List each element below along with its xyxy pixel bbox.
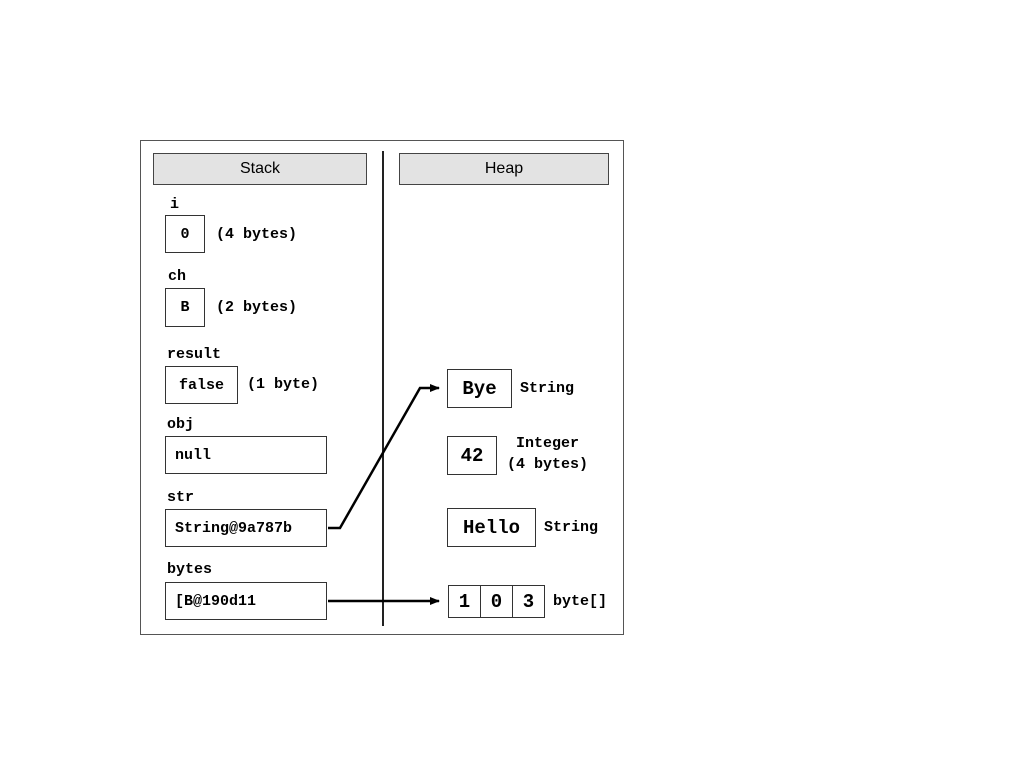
heap-integer-object: 42 bbox=[447, 436, 497, 475]
heap-bye-value: Bye bbox=[462, 377, 497, 400]
var-str-value: String@9a787b bbox=[175, 519, 293, 537]
var-i-value: 0 bbox=[180, 225, 190, 243]
heap-bye-type: String bbox=[520, 380, 575, 397]
heap-integer-type: Integer bbox=[516, 435, 580, 452]
heap-bye-object: Bye bbox=[447, 369, 512, 408]
var-result-size: (1 byte) bbox=[247, 376, 320, 393]
memory-diagram-frame bbox=[140, 140, 624, 635]
heap-integer-value: 42 bbox=[460, 444, 484, 467]
heap-header: Heap bbox=[399, 153, 609, 185]
var-ch-label: ch bbox=[168, 268, 187, 285]
stack-header: Stack bbox=[153, 153, 367, 185]
byte-array-cell-2: 3 bbox=[512, 585, 545, 618]
heap-hello-type: String bbox=[544, 519, 599, 536]
var-obj-value: null bbox=[175, 446, 212, 464]
var-i-label: i bbox=[170, 196, 180, 213]
var-str-box: String@9a787b bbox=[165, 509, 327, 547]
heap-hello-object: Hello bbox=[447, 508, 536, 547]
heap-hello-value: Hello bbox=[462, 516, 520, 539]
var-bytes-value: [B@190d11 bbox=[175, 592, 257, 610]
var-obj-box: null bbox=[165, 436, 327, 474]
var-i-box: 0 bbox=[165, 215, 205, 253]
var-str-label: str bbox=[167, 489, 195, 506]
var-ch-box: B bbox=[165, 288, 205, 327]
var-ch-size: (2 bytes) bbox=[216, 299, 298, 316]
str-to-bye-arrow bbox=[328, 384, 440, 530]
heap-integer-size: (4 bytes) bbox=[507, 456, 589, 473]
var-result-value: false bbox=[178, 376, 224, 394]
var-result-label: result bbox=[167, 346, 222, 363]
var-result-box: false bbox=[165, 366, 238, 404]
var-i-size: (4 bytes) bbox=[216, 226, 298, 243]
byte-array-type: byte[] bbox=[553, 593, 608, 610]
var-obj-label: obj bbox=[167, 416, 195, 433]
var-bytes-box: [B@190d11 bbox=[165, 582, 327, 620]
stack-heap-divider bbox=[382, 151, 384, 626]
var-ch-value: B bbox=[180, 299, 190, 316]
byte-array-cell-1: 0 bbox=[480, 585, 513, 618]
var-bytes-label: bytes bbox=[167, 561, 213, 578]
